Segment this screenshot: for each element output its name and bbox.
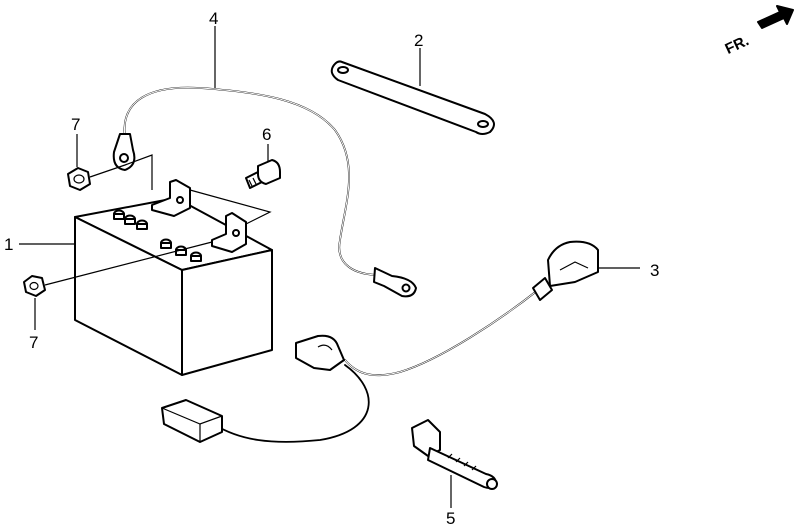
battery-terminal-positive — [151, 179, 191, 217]
callout-7-bottom: 7 — [29, 333, 38, 352]
callout-4: 4 — [209, 9, 218, 28]
callout-1: 1 — [4, 235, 13, 254]
terminal-nut-top — [67, 167, 91, 191]
ground-cable-eyelet-top — [112, 133, 136, 171]
ground-cable — [112, 86, 417, 298]
front-direction-indicator: FR. — [723, 5, 794, 58]
callout-2: 2 — [414, 31, 423, 50]
starter-cable — [161, 240, 599, 443]
assembly-lines — [19, 26, 640, 508]
callout-6: 6 — [262, 125, 271, 144]
callout-3: 3 — [650, 261, 659, 280]
front-label: FR. — [723, 32, 752, 58]
ground-cable-eyelet-bottom — [373, 267, 417, 298]
front-arrow-icon — [757, 5, 794, 29]
starter-cable-boot — [295, 334, 345, 371]
terminal-nut-bottom — [23, 275, 46, 297]
battery-terminal-negative — [211, 212, 247, 253]
terminal-bolt — [245, 159, 281, 189]
battery-hold-down-strap — [330, 60, 495, 135]
starter-cable-connector — [161, 399, 223, 443]
callout-5: 5 — [446, 509, 455, 528]
battery — [74, 179, 273, 376]
starter-cable-terminal-cover — [532, 240, 599, 301]
cable-tie — [411, 419, 498, 490]
callout-7-top: 7 — [71, 115, 80, 134]
